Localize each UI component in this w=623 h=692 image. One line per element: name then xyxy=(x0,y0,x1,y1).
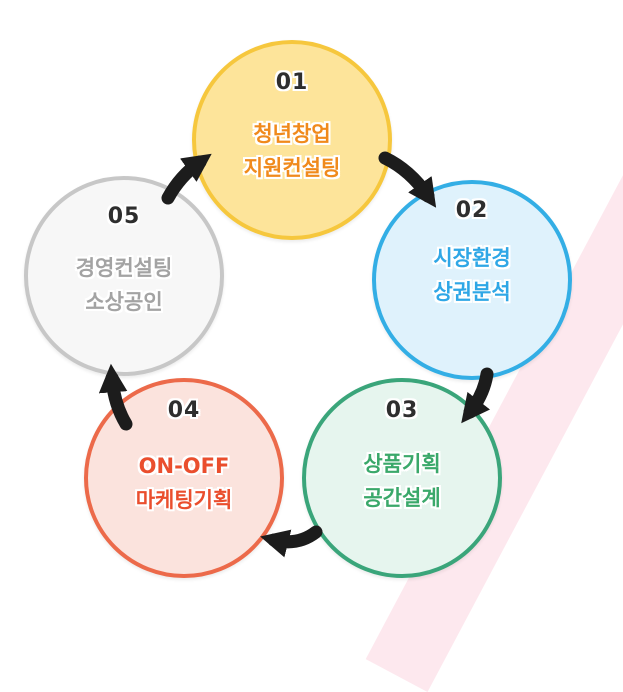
step-label-line1: 시장환경 xyxy=(433,246,511,270)
step-label-line2: 마케팅기획 xyxy=(135,488,233,512)
step-number: 04 xyxy=(167,398,201,423)
step-circle-03: 03 상품기획 공간설계 xyxy=(302,378,502,578)
step-circle-01: 01 청년창업 지원컨설팅 xyxy=(192,40,392,240)
step-circle-04: 04 ON-OFF 마케팅기획 xyxy=(84,378,284,578)
step-circle-05: 05 경영컨설팅 소상공인 xyxy=(24,176,224,376)
step-circle-02: 02 시장환경 상권분석 xyxy=(372,180,572,380)
step-number: 02 xyxy=(455,198,489,223)
step-label-line1: 경영컨설팅 xyxy=(75,256,173,280)
step-number: 01 xyxy=(275,70,309,95)
step-label-line2: 상권분석 xyxy=(433,280,511,304)
step-label-line1: 청년창업 xyxy=(253,122,331,146)
step-label-line1: 상품기획 xyxy=(363,452,441,476)
step-label-line2: 공간설계 xyxy=(363,486,441,510)
step-label-line2: 소상공인 xyxy=(85,290,163,314)
step-number: 05 xyxy=(107,204,141,229)
step-number: 03 xyxy=(385,398,419,423)
step-label-line2: 지원컨설팅 xyxy=(243,156,341,180)
step-label-line1: ON-OFF xyxy=(138,454,230,478)
cycle-diagram: 01 청년창업 지원컨설팅 02 시장환경 상권분석 03 상품기획 공간설계 … xyxy=(24,0,623,692)
curved-arrow-icon xyxy=(260,525,323,558)
curved-arrow-icon xyxy=(378,151,437,208)
